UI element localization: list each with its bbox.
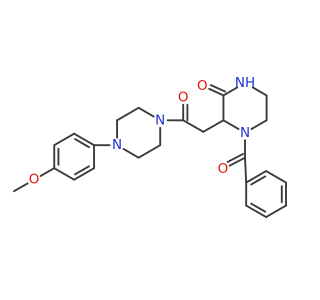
single-bond bbox=[265, 170, 287, 184]
single-bond bbox=[222, 119, 240, 130]
double-bond-second bbox=[226, 152, 245, 163]
single-bond bbox=[222, 86, 239, 97]
single-bond bbox=[265, 204, 287, 219]
nitrogen-atom-label: N bbox=[240, 125, 250, 141]
single-bond bbox=[116, 106, 140, 122]
single-bond bbox=[137, 106, 155, 118]
single-bond bbox=[251, 86, 268, 97]
bond-layer bbox=[13, 84, 287, 219]
double-bond bbox=[228, 156, 246, 167]
oxygen-atom-label: O bbox=[218, 161, 229, 177]
single-bond bbox=[202, 119, 225, 133]
double-bond bbox=[73, 132, 96, 147]
double-bond-inner bbox=[74, 165, 90, 176]
single-bond bbox=[250, 119, 268, 130]
double-bond bbox=[208, 87, 225, 97]
oxygen-atom-label: O bbox=[197, 78, 208, 94]
single-bond bbox=[137, 144, 162, 159]
single-bond bbox=[53, 167, 76, 181]
single-bond bbox=[182, 119, 205, 133]
double-bond-inner bbox=[74, 138, 90, 149]
double-bond bbox=[245, 170, 268, 184]
single-bond bbox=[53, 132, 76, 147]
single-bond bbox=[244, 156, 248, 184]
double-bond-second bbox=[209, 84, 227, 93]
single-bond bbox=[39, 167, 56, 177]
nitrogen-atom-label: N bbox=[155, 112, 165, 128]
oxygen-atom-label: O bbox=[178, 89, 189, 105]
double-bond bbox=[245, 204, 268, 219]
single-bond bbox=[122, 148, 140, 159]
amide-nh-atom-label: NH bbox=[235, 75, 255, 91]
nitrogen-atom-label: N bbox=[112, 137, 122, 153]
single-bond bbox=[13, 182, 29, 193]
double-bond-inner bbox=[250, 202, 267, 213]
double-bond-inner bbox=[250, 175, 267, 186]
double-bond bbox=[73, 167, 96, 181]
oxygen-atom-label: O bbox=[29, 172, 40, 188]
